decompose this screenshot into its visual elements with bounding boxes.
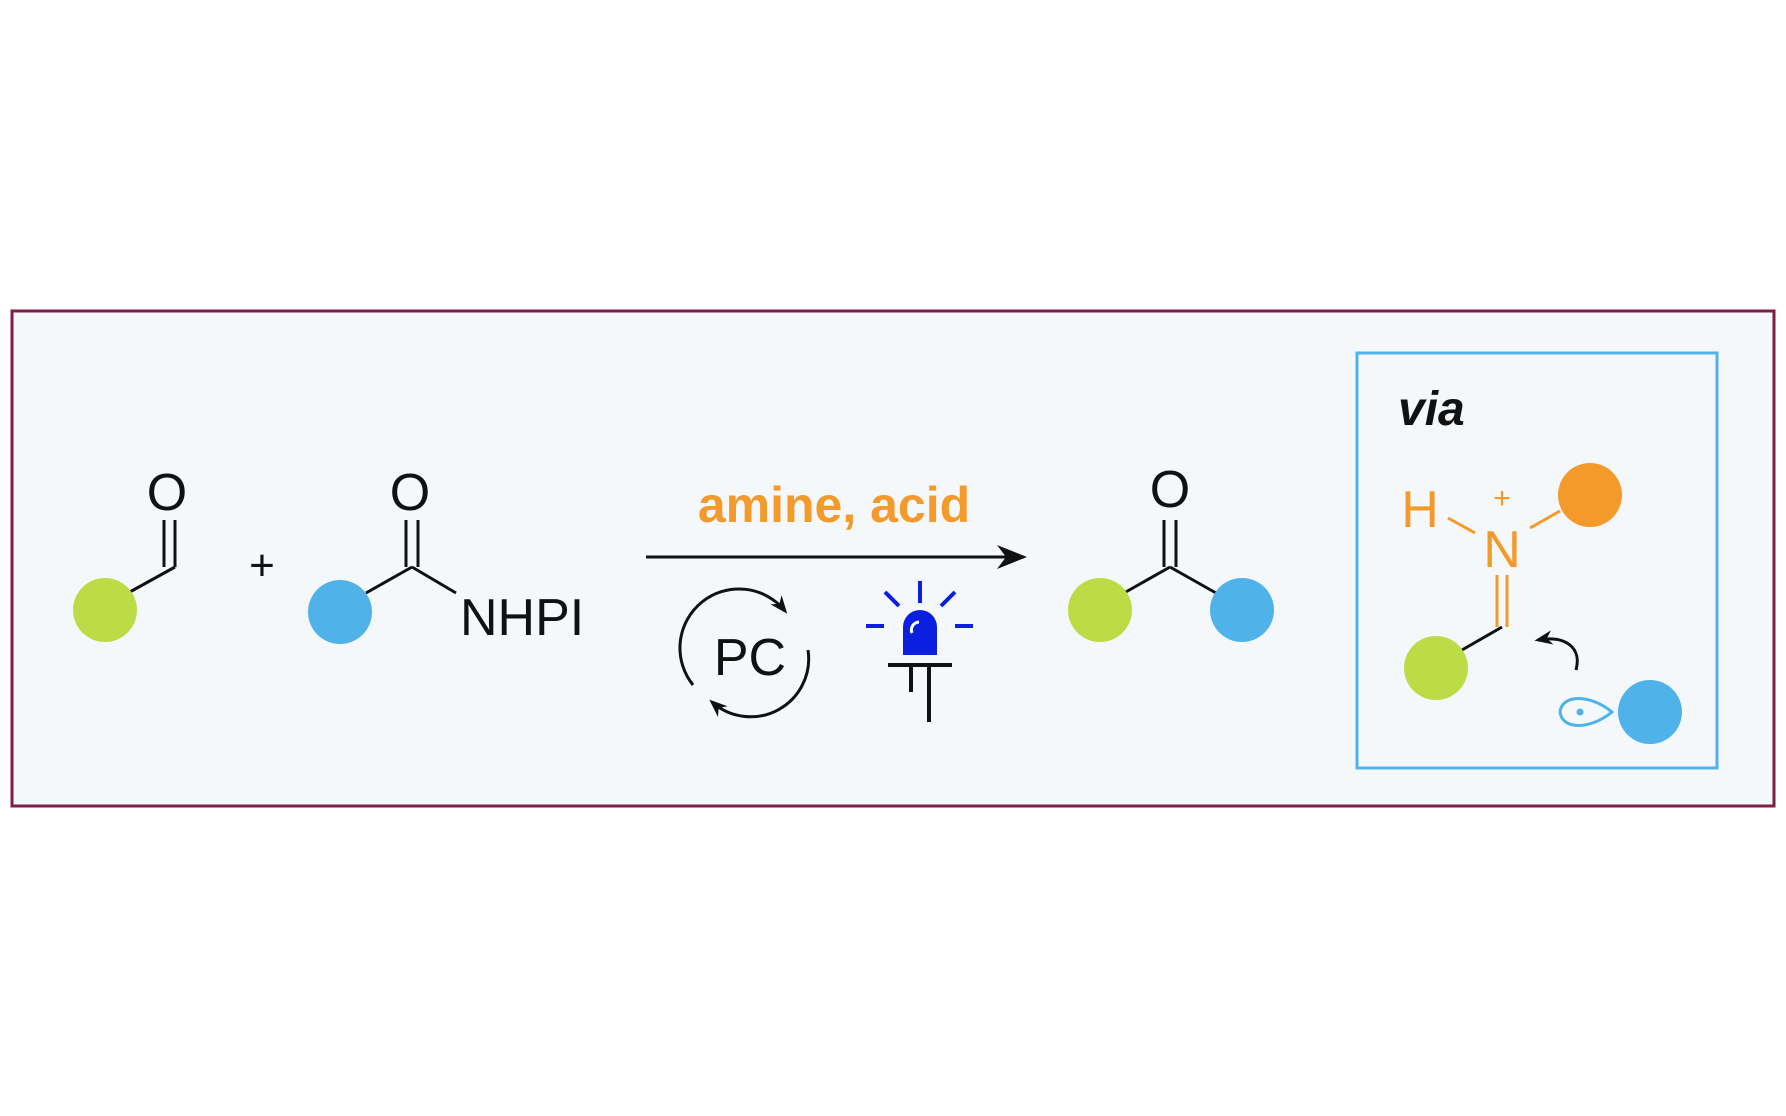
nhpi-label: NHPI [460, 589, 584, 647]
iminium-hydrogen: H [1401, 481, 1439, 539]
blue-group-circle [1618, 680, 1682, 744]
conditions-label: amine, acid [698, 477, 970, 533]
ketone-oxygen: O [1150, 461, 1190, 519]
plus-sign: + [249, 541, 275, 590]
nhpi-ester-reactant: O NHPI [308, 464, 584, 647]
radical-orbital-icon [1558, 697, 1615, 727]
via-label: via [1398, 383, 1465, 436]
photocatalyst-cycle-icon: PC [678, 587, 811, 719]
green-group-circle [1068, 578, 1132, 642]
aldehyde-reactant: O [73, 464, 187, 642]
orange-group-circle [1558, 463, 1622, 527]
radical-attack-arrow [1534, 630, 1579, 671]
blue-led-icon [866, 581, 973, 722]
aldehyde-oxygen: O [147, 464, 187, 522]
blue-group-circle [1210, 578, 1274, 642]
green-group-circle [73, 578, 137, 642]
photocatalyst-label: PC [714, 629, 786, 687]
intermediate-box [1355, 351, 1719, 770]
ketone-product: O [1068, 461, 1274, 642]
green-group-circle [1404, 636, 1468, 700]
iminium-nitrogen: N [1483, 521, 1521, 579]
blue-group-circle [308, 580, 372, 644]
ester-oxygen: O [390, 464, 430, 522]
iminium-intermediate: H + N [1401, 463, 1622, 700]
iminium-charge: + [1493, 482, 1511, 515]
